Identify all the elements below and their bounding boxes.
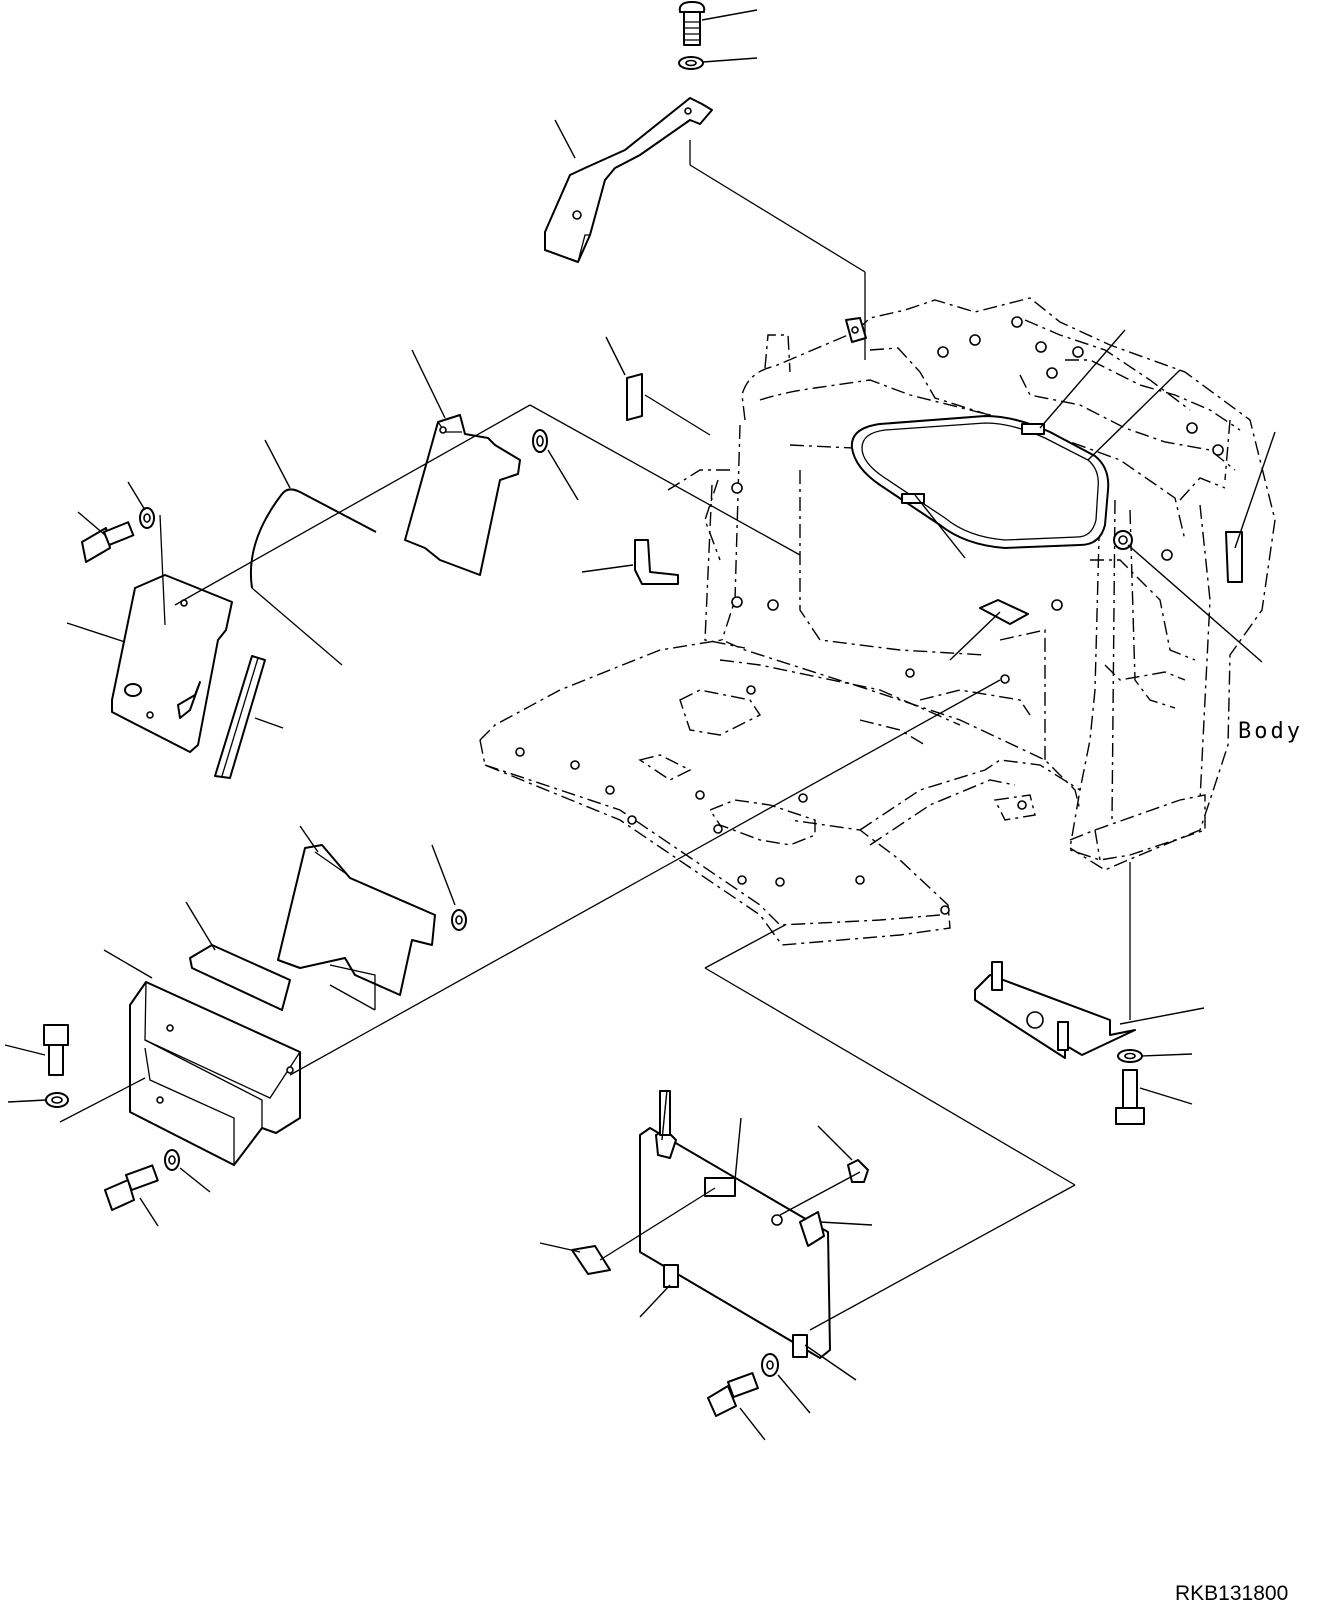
door-washer (761, 1353, 779, 1377)
left-washer (139, 507, 155, 529)
drawing-code: RKB131800 (1175, 1582, 1288, 1605)
bent-rod (249, 488, 377, 666)
right-washer (1117, 1049, 1143, 1063)
lower-washer (451, 909, 467, 931)
box-bolt-upper (43, 1024, 69, 1076)
assembly-lines (59, 140, 1131, 1331)
box-washer-lower (164, 1149, 180, 1171)
latch-knob (847, 1159, 869, 1183)
hinge-lower-right (792, 1334, 808, 1358)
box-bolt-lower (104, 1164, 159, 1211)
callout-leaders (4, 9, 1276, 1441)
box-cover (129, 981, 301, 1166)
top-bolt (678, 1, 706, 46)
step-cover-plate (111, 574, 233, 753)
floor-bracket (974, 961, 1136, 1059)
small-clip (626, 373, 643, 421)
hinge-right (799, 1211, 825, 1247)
upper-bracket (544, 97, 713, 263)
rubber-seal-strip (214, 655, 266, 779)
small-washer (532, 429, 548, 453)
door-panel (639, 1127, 831, 1359)
lower-bracket (277, 844, 436, 1010)
right-bolt (1115, 1069, 1145, 1125)
side-cover-plate (404, 414, 521, 576)
body-label: Body (1238, 719, 1303, 744)
box-washer-upper (45, 1092, 69, 1108)
flat-bar (189, 944, 291, 1011)
hinge-lower-left (663, 1264, 679, 1288)
left-bolt (81, 521, 135, 563)
pin-tab (634, 539, 679, 585)
door-bolt (707, 1372, 759, 1417)
top-washer (678, 56, 704, 70)
cab-body-frame (479, 297, 1276, 946)
handle-grip (571, 1245, 611, 1275)
